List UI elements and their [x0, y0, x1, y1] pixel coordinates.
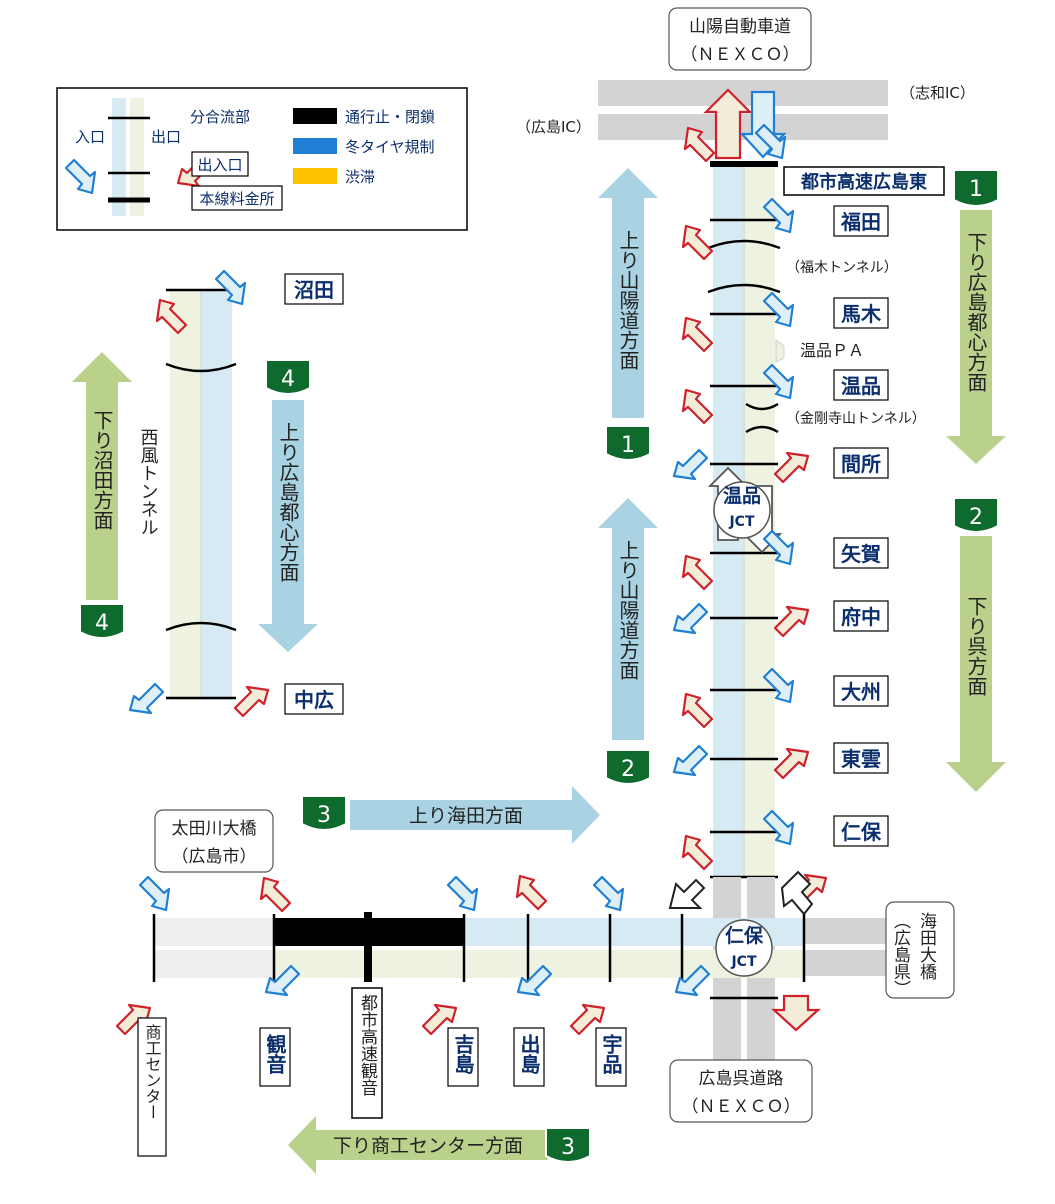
route1-up-arrow: 上り山陽道方面 [598, 168, 658, 418]
route-sign-3-bottom-number: 3 [561, 1135, 575, 1160]
route3-up-label: 上り海田方面 [409, 805, 523, 827]
exit-up-to-sanyo-icon [703, 88, 753, 160]
ramp-shoko-center: 商工センター [143, 1024, 162, 1120]
route4-down-label: 下り沼田方面 [90, 410, 114, 530]
route4-up-label: 上り広島都心方面 [276, 422, 300, 582]
route-sign-4-right: 4 [265, 359, 311, 395]
route4-up-arrow: 上り広島都心方面 [258, 400, 318, 652]
route1-down-arrow: 下り広島都心方面 [946, 210, 1006, 464]
ramp-niho: 仁保 [841, 820, 882, 844]
niho-jct-name: 仁保 [725, 924, 764, 947]
legend-exit-label: 出口 [151, 128, 181, 146]
route-sign-1-bottom: 1 [605, 425, 651, 461]
ramp-shinonome: 東雲 [841, 747, 881, 771]
kaita-bridge-line1: 海田大橋 [916, 912, 937, 981]
toll-hiroshima-higashi: 都市高速広島東 [800, 171, 927, 193]
ramp-nakahiro: 中広 [294, 688, 334, 712]
nukushina-jct-label: JCT [728, 514, 754, 530]
kaita-bridge-line2: （広島県） [890, 912, 911, 997]
ramp-ujina: 宇品 [599, 1033, 623, 1075]
legend-winter-label: 冬タイヤ規制 [345, 138, 435, 156]
route2-down-label: 下り呉方面 [964, 596, 988, 696]
legend-entry-label: 入口 [75, 128, 105, 146]
nexco-top-line2: （ＮＥＸＣＯ） [681, 45, 800, 65]
legend-toll-box: 本線料金所 [199, 190, 274, 208]
shiwa-ic-label: （志和IC） [900, 84, 975, 102]
ramp-magi: 馬木 [841, 302, 882, 326]
legend-closed-label: 通行止・閉鎖 [345, 108, 435, 126]
route3-down-label: 下り商工センター方面 [333, 1135, 523, 1157]
route-3-mainline [115, 870, 887, 1067]
route2-down-arrow: 下り呉方面 [946, 536, 1006, 792]
ramp-yoshijima: 吉島 [451, 1034, 475, 1074]
legend-jam-label: 渋滞 [345, 168, 375, 186]
route-sign-1-bottom-number: 1 [621, 433, 635, 458]
legend-ramp-box: 出入口 [197, 156, 242, 174]
nukushina-jct-name: 温品 [723, 485, 761, 507]
route2-up-arrow: 上り山陽道方面 [598, 498, 658, 740]
route-sign-3-top: 3 [301, 795, 347, 831]
ramp-fuchu: 府中 [841, 605, 881, 629]
route1-down-label: 下り広島都心方面 [964, 232, 988, 392]
niho-jct-label: JCT [730, 954, 756, 970]
legend-winter-swatch [293, 138, 337, 154]
hiroshima-ic-label: （広島IC） [516, 118, 591, 136]
sanyo-expressway: 山陽自動車道 （ＮＥＸＣＯ） （志和IC） （広島IC） [516, 7, 975, 163]
legend: 入口 出口 分合流部 出入口 本線料金所 通行止・閉鎖 冬タイヤ規制 渋滞 [56, 87, 468, 231]
route-sign-2-left: 2 [605, 749, 651, 785]
ramp-dejima: 出島 [517, 1034, 541, 1074]
route-sign-3-top-number: 3 [317, 803, 331, 828]
nishikaze-tunnel-label: 西風トンネル [138, 428, 159, 536]
legend-jam-swatch [293, 168, 337, 184]
route-sign-2-right: 2 [953, 497, 999, 533]
ramp-yaga: 矢賀 [841, 542, 881, 566]
toll-kannon: 都市高速観音 [357, 994, 378, 1096]
route4-down-arrow: 下り沼田方面 [72, 352, 132, 600]
kongoji-tunnel-label: （金剛寺山トンネル） [786, 411, 926, 427]
ramp-nukushina: 温品 [841, 374, 881, 398]
route-4-mainline [128, 269, 270, 718]
route2-up-label: 上り山陽道方面 [616, 540, 640, 680]
ota-bridge-line2: （広島市） [172, 847, 257, 867]
kure-road-line2: （ＮＥＸＣＯ） [682, 1097, 801, 1117]
route-sign-4-left-number: 4 [95, 611, 109, 636]
route-sign-2-left-number: 2 [621, 757, 635, 782]
ramp-numata: 沼田 [294, 278, 334, 302]
route-sign-3-bottom: 3 [545, 1127, 591, 1163]
legend-merge-label: 分合流部 [190, 108, 250, 126]
route1-up-label: 上り山陽道方面 [616, 230, 640, 370]
ramp-madokoro: 間所 [841, 452, 881, 476]
route-sign-1-top-number: 1 [969, 177, 983, 202]
route-sign-2-right-number: 2 [969, 505, 983, 530]
ramp-ozu: 大州 [841, 680, 881, 704]
route3-down-arrow: 下り商工センター方面 [288, 1116, 548, 1174]
nexco-top-line1: 山陽自動車道 [689, 17, 791, 37]
route-sign-4-left: 4 [79, 603, 125, 639]
route3-up-arrow: 上り海田方面 [350, 786, 600, 844]
kure-road-line1: 広島呉道路 [699, 1069, 784, 1089]
ramp-fukuda: 福田 [840, 210, 881, 234]
route-sign-4-right-number: 4 [281, 367, 295, 392]
legend-closed-swatch [293, 108, 337, 124]
ota-bridge-line1: 太田川大橋 [172, 819, 257, 839]
fukugi-tunnel-label: （福木トンネル） [786, 260, 898, 276]
ramp-kannon: 観音 [263, 1033, 287, 1075]
nukushina-pa-label: 温品ＰＡ [800, 341, 864, 360]
route-sign-1-top: 1 [953, 169, 999, 207]
